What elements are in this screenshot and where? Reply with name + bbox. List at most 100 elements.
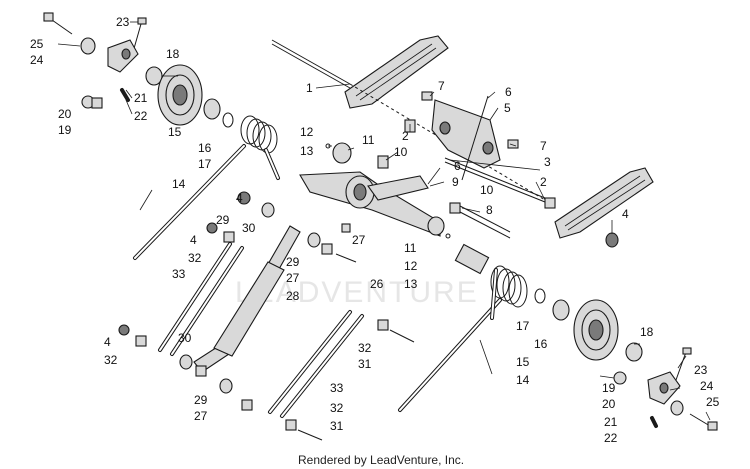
bushing <box>341 223 351 233</box>
callout-13a: 13 <box>300 144 314 158</box>
callout-30b: 30 <box>178 331 192 345</box>
bushing <box>241 399 253 411</box>
callout-33b: 33 <box>330 381 344 395</box>
callout-12b: 12 <box>404 259 418 273</box>
callout-25b: 25 <box>706 395 720 409</box>
nut <box>206 222 218 234</box>
snap-ring <box>534 288 546 304</box>
washer <box>219 378 233 394</box>
bolt-head <box>137 17 147 25</box>
callout-7a: 7 <box>438 79 445 93</box>
slide-rail-lower <box>554 167 654 239</box>
callout-32b: 32 <box>104 353 118 367</box>
callout-6b: 6 <box>454 159 461 173</box>
callout-15b: 15 <box>516 355 530 369</box>
bushing <box>377 155 389 169</box>
callout-22b: 22 <box>604 431 618 445</box>
callout-17a: 17 <box>198 157 212 171</box>
cross-shaft <box>444 157 546 199</box>
callout-10b: 10 <box>480 183 494 197</box>
callout-24a: 24 <box>30 53 44 67</box>
pin <box>120 88 130 102</box>
nut <box>118 324 130 336</box>
callout-3: 3 <box>544 155 551 169</box>
idler-wheel <box>157 64 203 126</box>
idler-wheel-right <box>573 299 619 361</box>
bushing <box>321 243 333 255</box>
torsion-spring-right <box>398 265 528 412</box>
callout-11b: 11 <box>404 241 417 255</box>
bolt <box>335 253 357 263</box>
torsion-spring-left <box>133 115 280 260</box>
bushing <box>195 365 207 377</box>
bolt <box>389 329 415 343</box>
callout-27b: 27 <box>286 271 300 285</box>
callout-32c: 32 <box>358 341 372 355</box>
callout-21a: 21 <box>134 91 148 105</box>
callout-29c: 29 <box>194 393 208 407</box>
link-arm-upper <box>158 242 244 356</box>
callout-14a: 14 <box>172 177 186 191</box>
bushing <box>135 335 147 347</box>
callout-4d: 4 <box>104 335 111 349</box>
washer <box>670 400 684 416</box>
callout-4a: 4 <box>622 207 629 221</box>
callout-31a: 31 <box>358 357 372 371</box>
bolt-head <box>707 421 718 431</box>
axle <box>459 205 511 233</box>
callout-29b: 29 <box>286 255 300 269</box>
callout-20a: 20 <box>58 107 72 121</box>
callout-19a: 19 <box>58 123 72 137</box>
callout-9: 9 <box>452 175 459 189</box>
callout-23b: 23 <box>694 363 708 377</box>
callout-24b: 24 <box>700 379 714 393</box>
callout-29a: 29 <box>216 213 230 227</box>
bolt-head <box>682 347 692 355</box>
washer <box>80 37 96 55</box>
callout-32d: 32 <box>330 401 344 415</box>
callout-21b: 21 <box>604 415 618 429</box>
callout-23a: 23 <box>116 15 130 29</box>
bushing <box>449 202 461 214</box>
callout-8: 8 <box>486 203 493 217</box>
callout-1: 1 <box>306 81 313 95</box>
callout-26: 26 <box>370 277 384 291</box>
washer <box>613 371 627 385</box>
snap-ring <box>222 112 234 128</box>
callout-19b: 19 <box>602 381 616 395</box>
callout-31b: 31 <box>330 419 344 433</box>
bushing <box>427 216 445 236</box>
callout-10a: 10 <box>394 145 408 159</box>
callout-4b: 4 <box>236 191 243 205</box>
callout-18a: 18 <box>166 47 180 61</box>
callout-4c: 4 <box>190 233 197 247</box>
long-shaft <box>271 39 351 85</box>
callout-25a: 25 <box>30 37 44 51</box>
washer <box>307 232 321 248</box>
bolt <box>507 139 519 149</box>
rocker-arm-assembly <box>299 171 441 237</box>
callout-2b: 2 <box>540 175 547 189</box>
callout-16b: 16 <box>534 337 548 351</box>
callout-27a: 27 <box>352 233 366 247</box>
pin <box>650 416 658 428</box>
callout-20b: 20 <box>602 397 616 411</box>
callout-labels: 1 2 2 3 4 4 4 4 5 6 6 7 7 8 9 10 10 11 1… <box>30 15 720 445</box>
callout-17b: 17 <box>516 319 530 333</box>
callout-15a: 15 <box>168 125 182 139</box>
bushing <box>332 142 352 164</box>
callout-12a: 12 <box>300 125 314 139</box>
callout-18b: 18 <box>640 325 654 339</box>
callout-7b: 7 <box>540 139 547 153</box>
callout-27c: 27 <box>194 409 208 423</box>
bushing <box>261 202 275 218</box>
callout-28: 28 <box>286 289 300 303</box>
bolt <box>421 91 433 101</box>
bolt-head <box>43 12 54 22</box>
link-arm-lower <box>268 310 364 418</box>
callout-6a: 6 <box>505 85 512 99</box>
spacer <box>454 243 490 275</box>
washer <box>179 354 193 370</box>
bushing <box>285 419 297 431</box>
